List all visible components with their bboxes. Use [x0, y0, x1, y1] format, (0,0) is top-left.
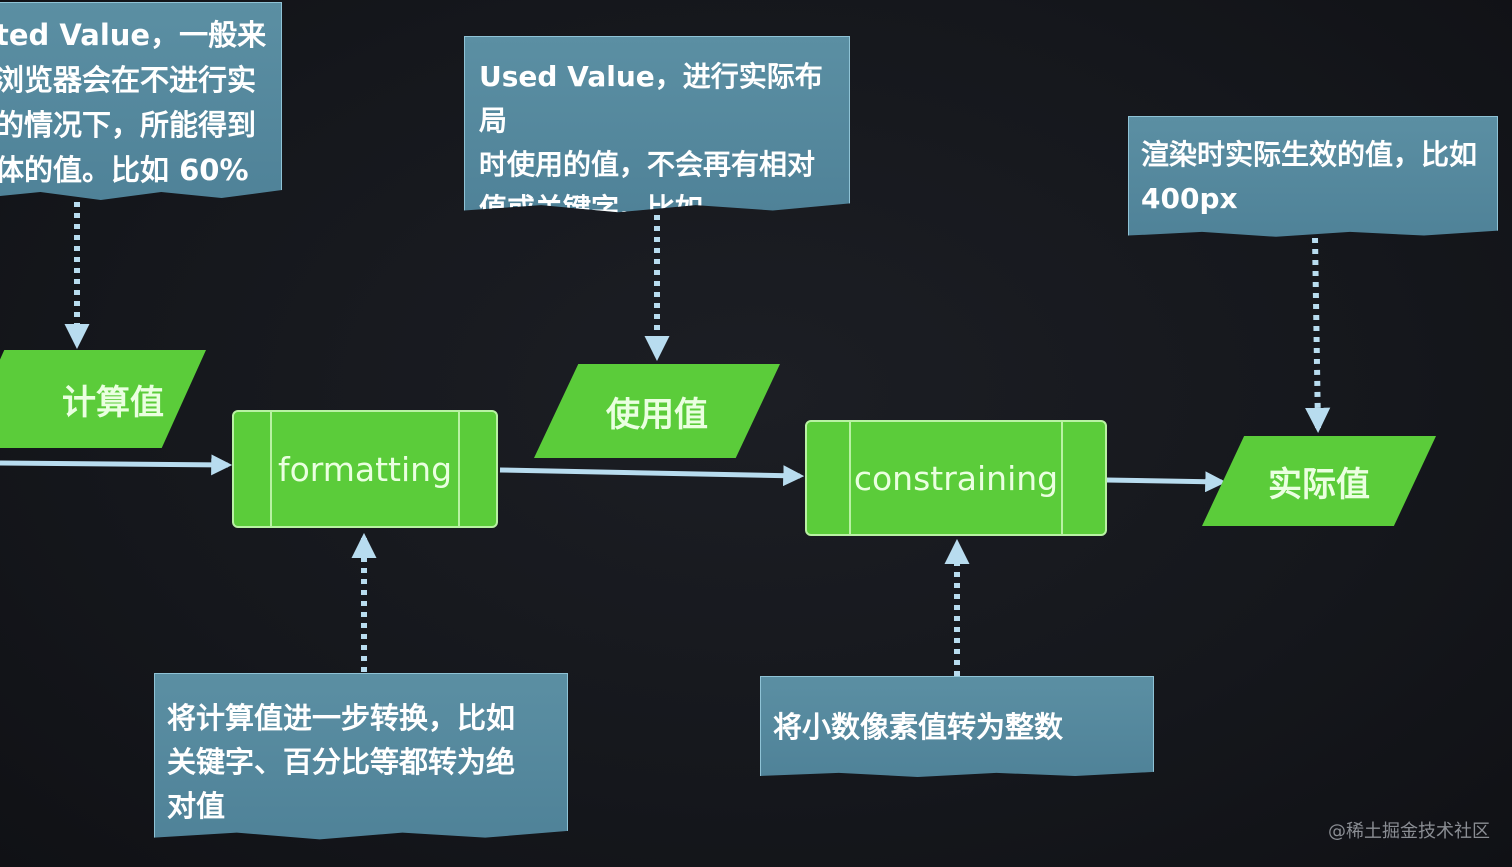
node-label: 使用值: [606, 394, 708, 435]
watermark: @稀土掘金技术社区: [1328, 821, 1490, 842]
process-bar-left: [270, 412, 272, 526]
note-line: 对值: [167, 789, 226, 823]
note-line: 将计算值进一步转换，比如: [167, 701, 516, 735]
constraining-note: 将小数像素值转为整数: [760, 676, 1154, 777]
computed-value-note: ted Value，一般来 浏览器会在不进行实 的情况下，所能得到 体的值。比如…: [0, 2, 282, 200]
node-label: constraining: [853, 458, 1059, 498]
used-value-node: 使用值: [534, 364, 780, 458]
note-line: ted Value，一般来: [0, 18, 267, 52]
note-line: Used Value，进行实际布局: [479, 60, 823, 137]
note-line: 将小数像素值转为整数: [773, 710, 1064, 744]
node-label: 实际值: [1268, 464, 1370, 505]
constraining-node: constraining: [805, 420, 1107, 536]
arrow-constraining-to-actual: [1105, 471, 1227, 493]
formatting-note: 将计算值进一步转换，比如 关键字、百分比等都转为绝 对值: [154, 673, 568, 840]
process-bar-right: [1061, 422, 1063, 534]
formatting-node: formatting: [232, 410, 498, 528]
note-line: 渲染时实际生效的值，比如: [1141, 138, 1478, 171]
used-value-note: Used Value，进行实际布局 时使用的值，不会再有相对 值或关键字。比如 …: [464, 36, 850, 213]
note-line: 400px: [1141, 182, 1238, 215]
note-line: 的情况下，所能得到: [0, 108, 257, 142]
node-label: formatting: [277, 449, 453, 489]
process-bar-right: [458, 412, 460, 526]
node-label: 计算值: [62, 382, 164, 423]
note-line: 浏览器会在不进行实: [0, 63, 257, 97]
note-line: 时使用的值，不会再有相对: [479, 148, 816, 181]
actual-value-note: 渲染时实际生效的值，比如 400px: [1128, 116, 1498, 237]
note-line: 关键字、百分比等都转为绝: [167, 745, 516, 779]
arrow-into-formatting: [0, 454, 233, 476]
dashed-arrow-actual-note: [1305, 237, 1331, 434]
note-line: 体的值。比如 60%: [0, 153, 249, 187]
actual-value-node: 实际值: [1202, 436, 1436, 526]
process-bar-left: [849, 422, 851, 534]
arrow-formatting-to-constraining: [499, 465, 805, 487]
